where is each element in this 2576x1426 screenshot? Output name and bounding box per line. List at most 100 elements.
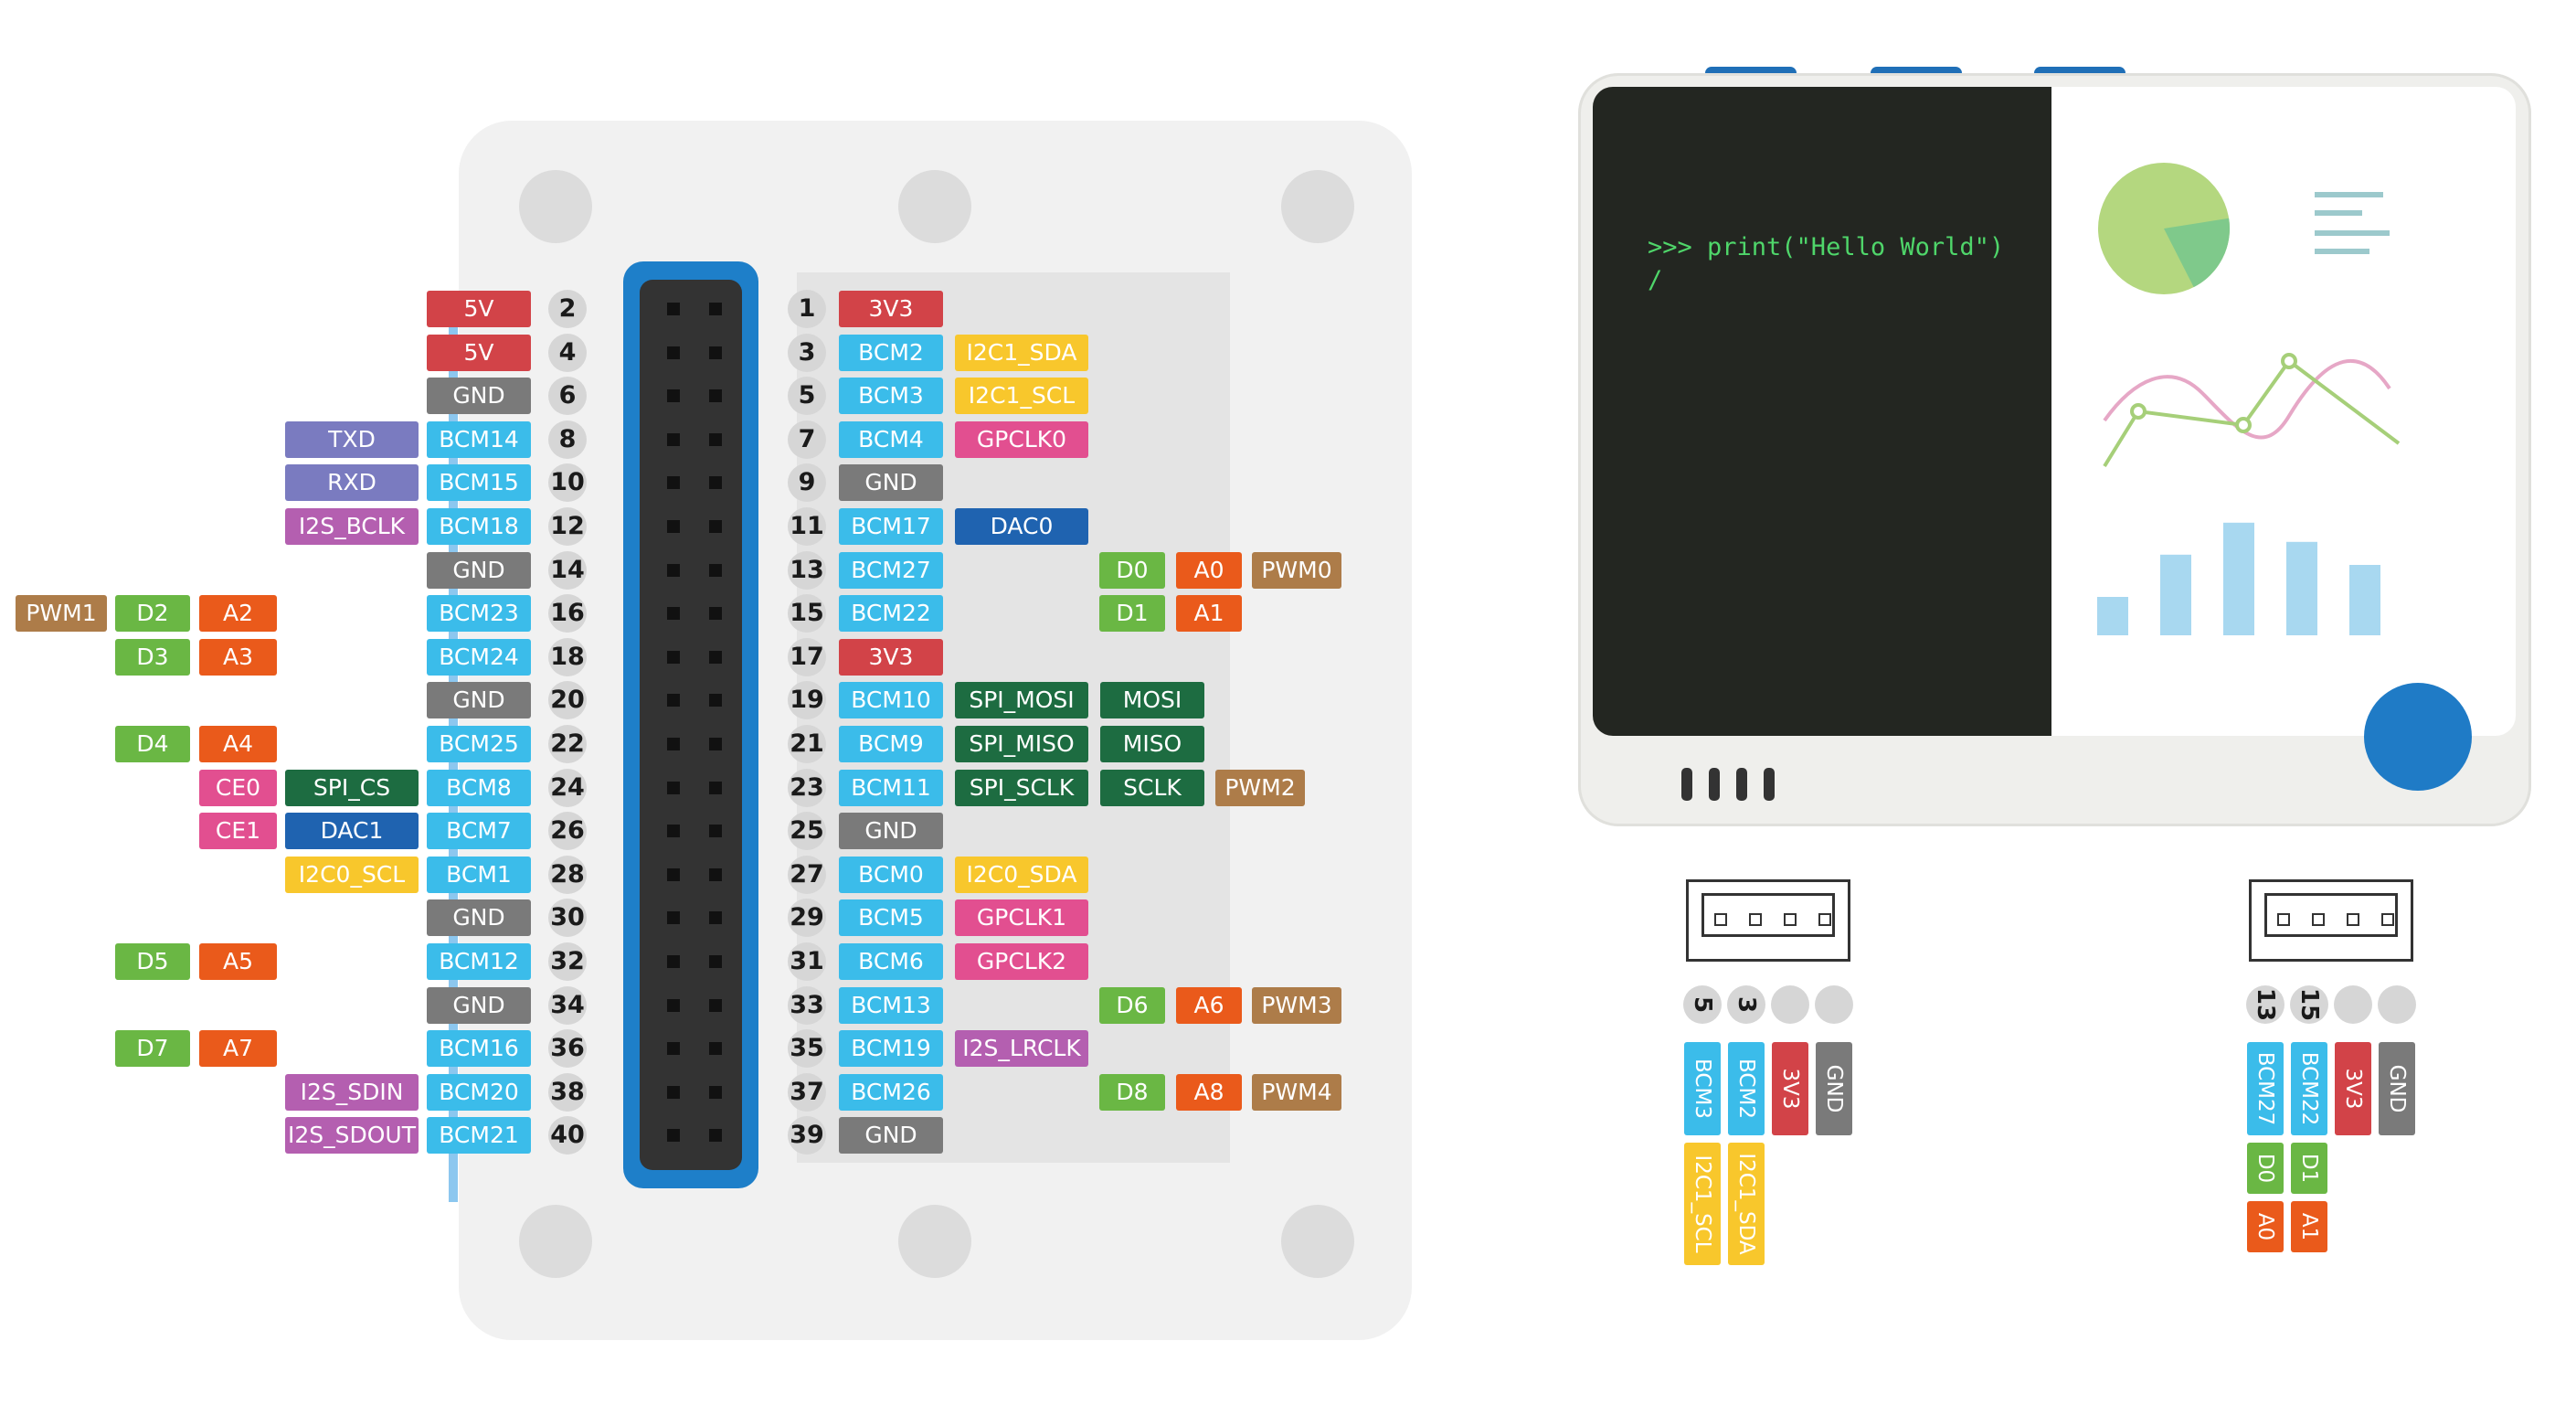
pin-number: 7 <box>788 420 826 459</box>
bar <box>2286 541 2317 635</box>
header-pin <box>667 303 680 315</box>
home-button[interactable] <box>2364 683 2472 791</box>
speaker-grill <box>1681 768 1692 801</box>
pin-label: I2S_SDIN <box>285 1073 419 1111</box>
mounting-hole <box>519 170 592 243</box>
pin-function-label: D2 <box>115 595 190 633</box>
pin-label: GPCLK2 <box>955 943 1088 980</box>
header-pin <box>667 998 680 1012</box>
pin-number: 21 <box>788 725 826 763</box>
header-pin <box>709 476 722 490</box>
pin-number: 15 <box>788 594 826 633</box>
pin-number: 13 <box>788 550 826 590</box>
pin-number: 25 <box>788 812 826 851</box>
pin-number: 31 <box>788 942 826 981</box>
pin-function-label: D8 <box>1099 1073 1165 1111</box>
header-pin <box>667 1042 680 1056</box>
pin-label: BCM26 <box>839 1073 943 1111</box>
pin-function-label: A4 <box>199 726 277 762</box>
pin-number: 39 <box>788 1116 826 1155</box>
pin-function-label: A7 <box>199 1030 277 1068</box>
pin-number: 14 <box>548 550 587 590</box>
header-pin <box>709 867 722 881</box>
pin-label: GND <box>427 986 531 1024</box>
grove-connector-right <box>2249 879 2413 962</box>
header-pin <box>667 520 680 533</box>
dashboard-graphics <box>2097 163 2401 635</box>
pin-function-label: A3 <box>199 638 277 676</box>
pin-label: 5V <box>427 291 531 327</box>
grove-pin-label: I2C1_SCL <box>1684 1143 1721 1265</box>
pin-number: 38 <box>548 1072 587 1112</box>
pin-label: GND <box>427 378 531 415</box>
header-pin <box>709 303 722 315</box>
header-pin <box>667 607 680 621</box>
grove-pin-label: GND <box>1816 1042 1852 1135</box>
pin-number: 36 <box>548 1029 587 1069</box>
pin-number: 3 <box>788 333 826 372</box>
pin-function-label: PWM0 <box>1252 551 1341 589</box>
pin-label: GND <box>839 1117 943 1155</box>
header-pin <box>709 998 722 1012</box>
pin-label: BCM22 <box>839 595 943 633</box>
pin-label: GPCLK0 <box>955 420 1088 458</box>
pin-label: TXD <box>285 420 419 458</box>
pin-label: I2S_BCLK <box>285 508 419 545</box>
pin-label: BCM24 <box>427 638 531 676</box>
text-lines-icon <box>2315 192 2390 254</box>
pin-label: SPI_MOSI <box>955 682 1088 719</box>
pin-label: BCM7 <box>427 813 531 850</box>
pin-label: 3V3 <box>839 291 943 327</box>
pin-label: 5V <box>427 334 531 371</box>
header-pin <box>667 389 680 403</box>
grove-pin-label: BCM3 <box>1684 1042 1721 1135</box>
header-pin <box>667 694 680 708</box>
pin-number: 12 <box>548 507 587 546</box>
mounting-hole <box>1281 1205 1354 1278</box>
bar-chart-icon <box>2097 522 2380 635</box>
pin-function-label: A0 <box>1176 551 1242 589</box>
pin-function-label: A8 <box>1176 1073 1242 1111</box>
pin-label: BCM19 <box>839 1030 943 1068</box>
pin-label: I2S_LRCLK <box>955 1030 1088 1068</box>
pin-label: 3V3 <box>839 638 943 676</box>
mounting-hole <box>519 1205 592 1278</box>
pin-number: 19 <box>788 681 826 720</box>
pin-function-label: D7 <box>115 1030 190 1068</box>
pin-number: 10 <box>548 463 587 503</box>
pin-number: 32 <box>548 942 587 981</box>
pin-number: 23 <box>788 768 826 807</box>
pin-number: 6 <box>548 377 587 416</box>
pin-label: I2C0_SDA <box>955 856 1088 893</box>
pin-label: SPI_CS <box>285 769 419 806</box>
pin-number: 5 <box>788 377 826 416</box>
header-pin <box>709 650 722 664</box>
gpio-header <box>623 261 758 1188</box>
pin-number: 17 <box>788 637 826 676</box>
grove-pin-label: BCM27 <box>2247 1042 2284 1135</box>
terminal-cursor: / <box>1648 266 1663 294</box>
pin-number: 35 <box>788 1029 826 1069</box>
pin-label: BCM1 <box>427 856 531 893</box>
pin-label: BCM8 <box>427 769 531 806</box>
grove-pin-label: BCM2 <box>1728 1042 1765 1135</box>
header-pin <box>709 738 722 750</box>
pin-label: BCM17 <box>839 508 943 545</box>
pin-number: 34 <box>548 985 587 1025</box>
header-pin <box>709 389 722 403</box>
header-pin <box>667 1085 680 1099</box>
header-pin <box>709 694 722 708</box>
pin-label: I2C1_SDA <box>955 334 1088 371</box>
pin-label: BCM27 <box>839 551 943 589</box>
header-pin <box>667 781 680 794</box>
speaker-grill <box>1764 768 1775 801</box>
grove-pin-number <box>2378 985 2416 1024</box>
pin-number: 29 <box>788 899 826 938</box>
header-pin <box>709 1085 722 1099</box>
pin-label: DAC1 <box>285 813 419 850</box>
pin-function-label: D5 <box>115 943 190 980</box>
mounting-hole <box>898 1205 971 1278</box>
pin-label: I2C1_SCL <box>955 378 1088 415</box>
pin-label: CE0 <box>199 769 277 806</box>
